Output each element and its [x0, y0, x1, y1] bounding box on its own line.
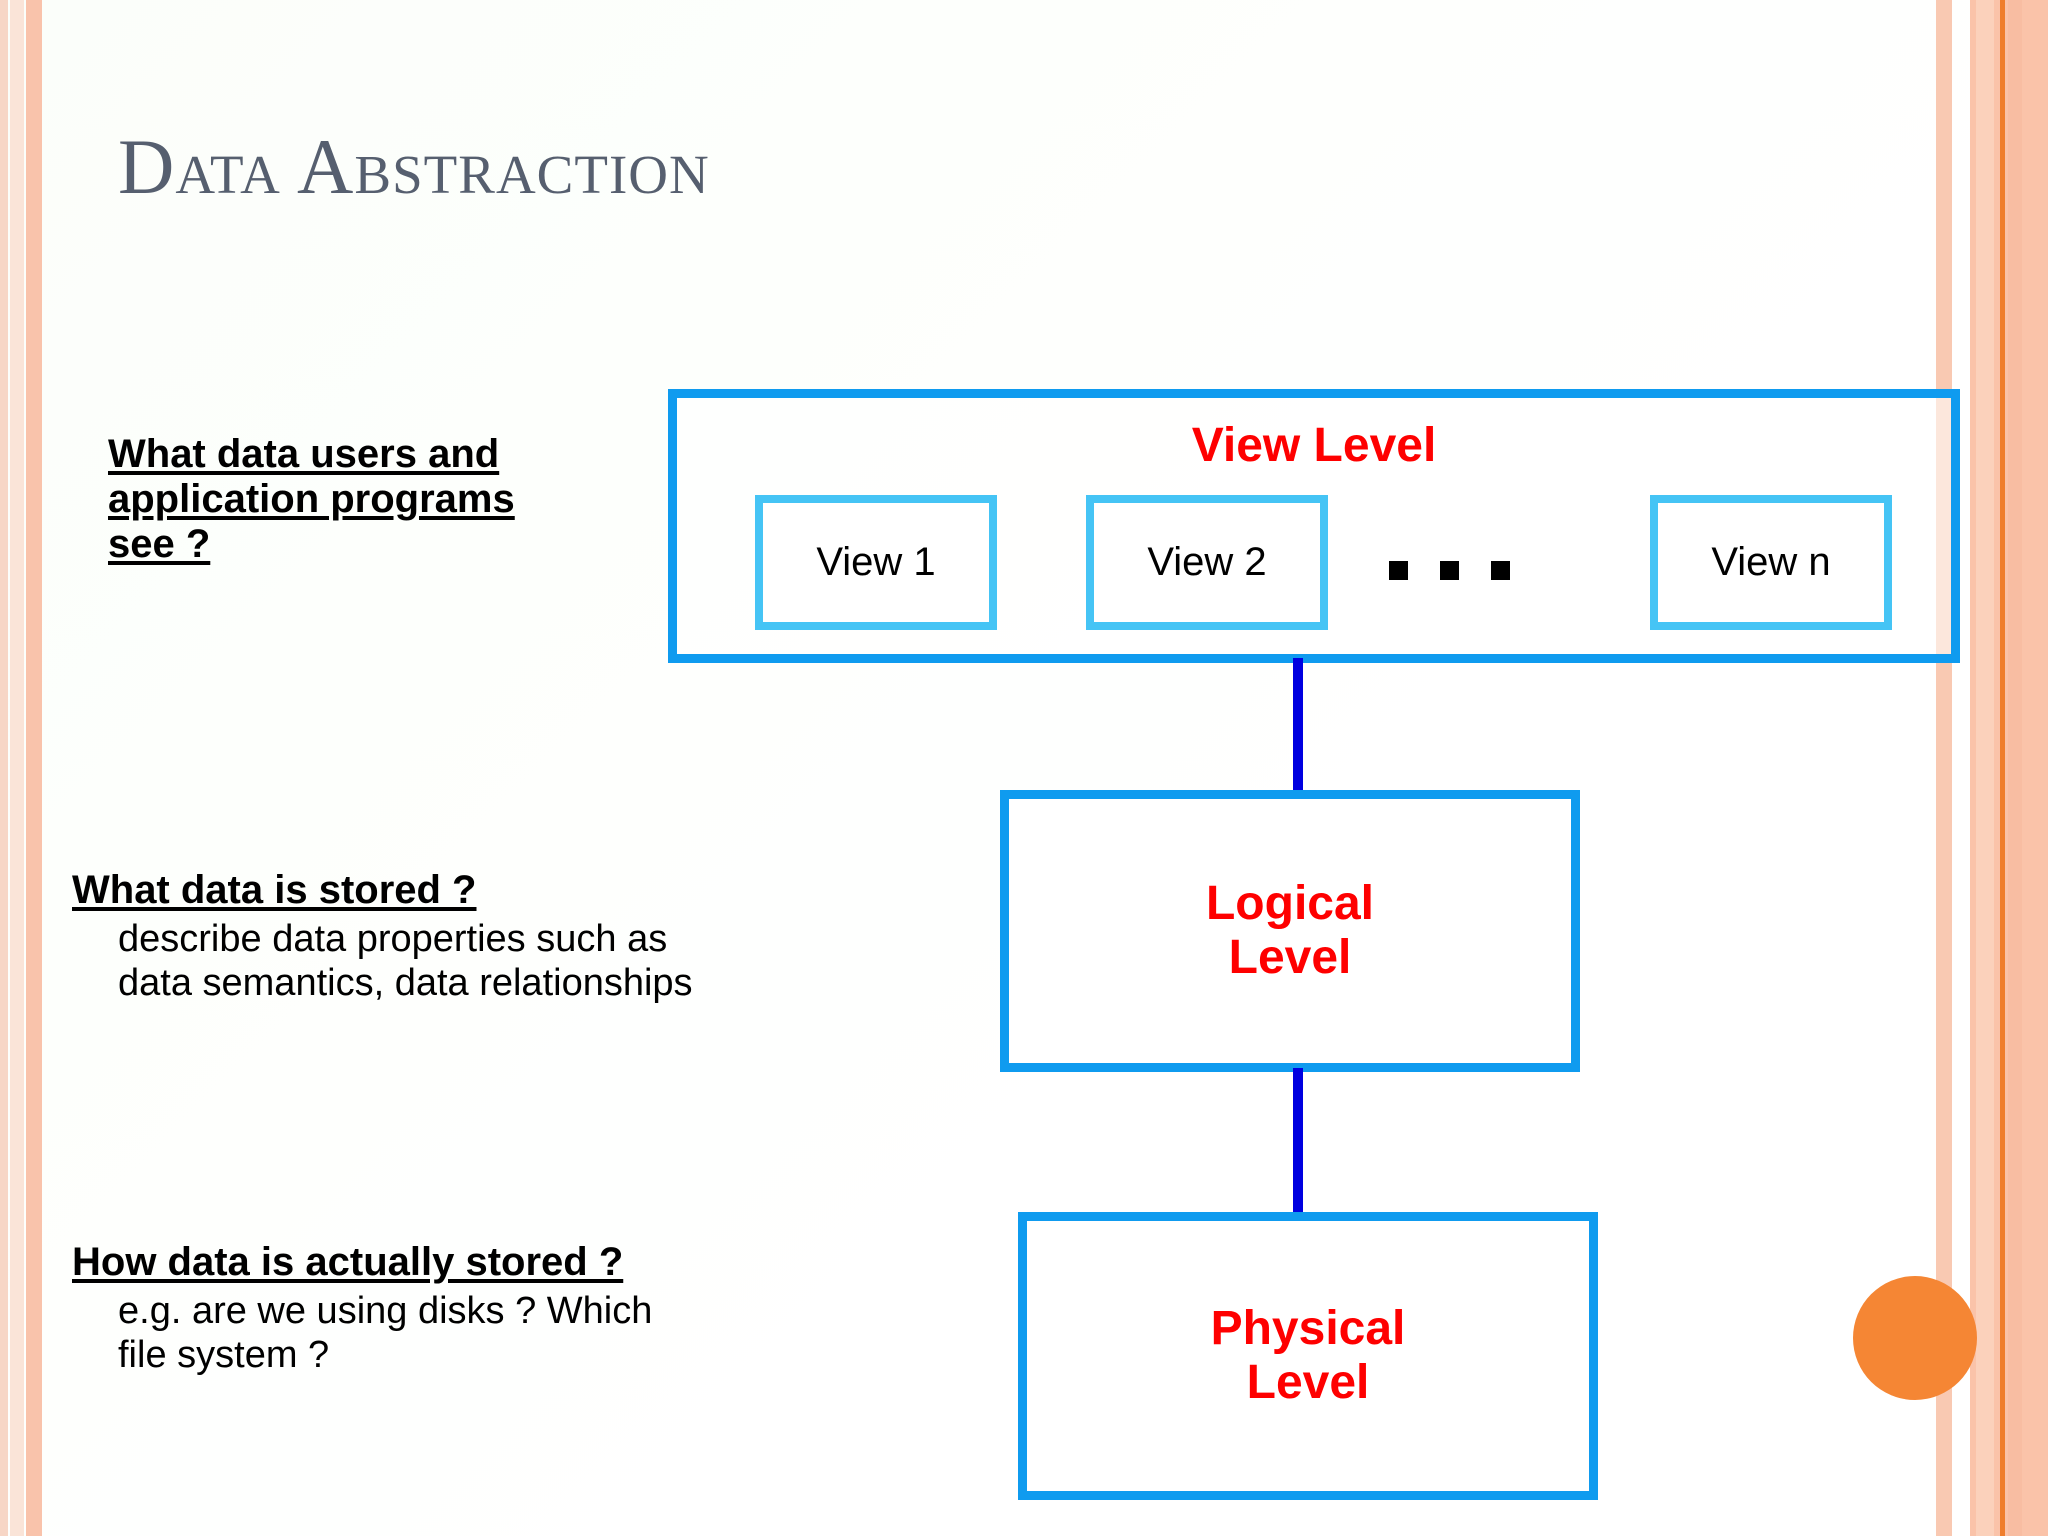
ellipsis-dot-3 [1491, 561, 1510, 580]
ellipsis-dot-1 [1389, 561, 1408, 580]
physical-level-box: Physical Level [1018, 1212, 1598, 1500]
logical-level-label-line-1: Logical [1205, 877, 1375, 931]
physical-level-label-line-1: Physical [1210, 1302, 1406, 1356]
text-block-physical-question: How data is actually stored ? e.g. are w… [72, 1240, 892, 1377]
text-block-view-question: What data users and application programs… [108, 432, 608, 566]
connector-view-to-logical [1293, 658, 1303, 796]
ellipsis-dot-2 [1440, 561, 1459, 580]
connector-logical-to-physical [1293, 1068, 1303, 1218]
view-item-n: View n [1650, 495, 1892, 630]
view-level-box: View Level View 1 View 2 View n [668, 389, 1960, 663]
view-question-heading: What data users and application programs… [108, 432, 608, 566]
left-stripe-2 [10, 0, 24, 1536]
physical-body-line-2: file system ? [118, 1333, 330, 1376]
physical-level-label-line-2: Level [1246, 1356, 1370, 1409]
orange-circle-decoration [1853, 1276, 1977, 1400]
view-question-line-1: What data users and [108, 432, 500, 476]
physical-question-line-1: How data is actually stored ? [72, 1240, 624, 1284]
physical-question-body: e.g. are we using disks ? Which file sys… [72, 1289, 892, 1377]
view-question-line-3: see ? [108, 521, 211, 566]
logical-question-heading: What data is stored ? [72, 868, 892, 913]
right-stripe-1 [1936, 0, 1952, 1536]
logical-level-box: Logical Level [1000, 790, 1580, 1072]
view-question-line-2: application programs [108, 476, 515, 521]
logical-question-line-1: What data is stored ? [72, 868, 477, 912]
physical-question-heading: How data is actually stored ? [72, 1240, 892, 1285]
left-stripe-1 [0, 0, 8, 1536]
ellipsis-icon [1389, 561, 1510, 580]
right-edge-decoration [1930, 0, 2048, 1536]
logical-body-line-2: data semantics, data relationships [118, 961, 693, 1004]
right-stripe-4 [2008, 0, 2022, 1536]
logical-question-body: describe data properties such as data se… [72, 917, 892, 1005]
view-item-2: View 2 [1086, 495, 1328, 630]
left-edge-decoration [0, 0, 42, 1536]
right-stripe-accent-line [2000, 0, 2005, 1536]
text-block-logical-question: What data is stored ? describe data prop… [72, 868, 892, 1005]
view-items-row: View 1 View 2 View n [677, 495, 1951, 630]
logical-body-line-1: describe data properties such as [118, 917, 668, 960]
page-title: Data Abstraction [118, 123, 710, 210]
physical-body-line-1: e.g. are we using disks ? Which [118, 1289, 653, 1332]
view-level-label: View Level [1191, 419, 1437, 472]
left-stripe-3 [26, 0, 42, 1536]
right-stripe-3 [1976, 0, 1994, 1536]
view-item-1: View 1 [755, 495, 997, 630]
logical-level-label-line-2: Level [1228, 931, 1352, 984]
